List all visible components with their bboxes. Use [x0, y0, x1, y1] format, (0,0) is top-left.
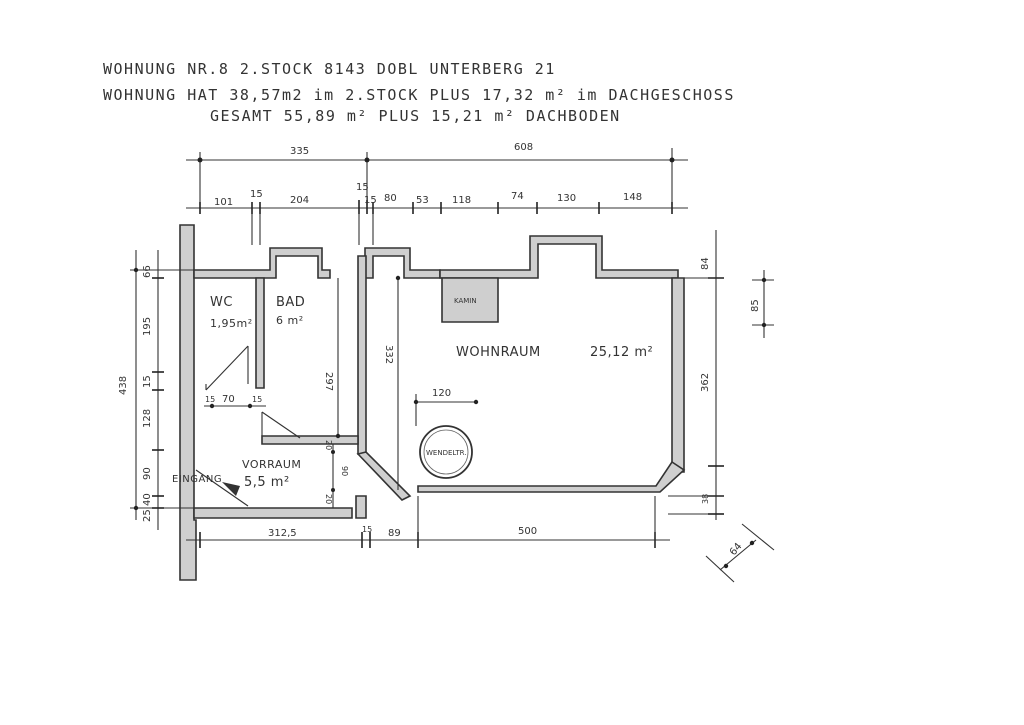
dim-second-7: 53: [416, 195, 429, 206]
dim-right-84: 84: [700, 257, 711, 270]
dim-bottom-1: 312,5: [268, 528, 297, 539]
label-vorraum: VORRAUM: [242, 458, 301, 471]
label-eingang: EINGANG: [172, 474, 222, 485]
dim-second-3: 204: [290, 195, 309, 206]
dimension-inner: 297 332 120 70 15 15 20 90 20: [204, 275, 479, 508]
dimension-bottom: 312,5 15 89 500: [186, 496, 670, 548]
walls: [179, 224, 686, 581]
label-vorraum-area: 5,5 m²: [244, 475, 290, 490]
dim-inner-20a: 20: [324, 440, 333, 450]
label-bad-area: 6 m²: [276, 314, 304, 327]
header-line-1: WOHNUNG NR.8 2.STOCK 8143 DOBL UNTERBERG…: [103, 60, 556, 78]
dim-top-1: 335: [290, 146, 309, 157]
dim-right-85: 85: [750, 299, 761, 312]
dim-left-128: 128: [142, 409, 153, 428]
header-line-3: GESAMT 55,89 m² PLUS 15,21 m² DACHBODEN: [210, 107, 621, 125]
dim-bottom-4: 500: [518, 526, 537, 537]
dimension-left: 438 66 195 15 128 90 40 25: [118, 250, 194, 530]
dim-inner-332: 332: [383, 345, 394, 364]
dim-inner-70: 70: [222, 394, 235, 405]
door-swings: [195, 345, 301, 507]
dim-inner-120: 120: [432, 388, 451, 399]
label-wohnraum-area: 25,12 m²: [590, 345, 653, 360]
dim-inner-20b: 20: [324, 494, 333, 504]
dim-diag-64: 64: [728, 541, 745, 558]
dim-left-66: 66: [142, 265, 153, 278]
dim-left-15: 15: [142, 375, 153, 388]
room-labels: WC 1,95m² BAD 6 m² WOHNRAUM 25,12 m² VOR…: [172, 295, 653, 490]
spiral-stair: WENDELTR.: [419, 425, 473, 479]
dim-right-38: 38: [701, 494, 710, 504]
dim-top-2: 608: [514, 142, 533, 153]
dim-second-1: 101: [214, 197, 233, 208]
dimension-second: 101 15 204 15 15 80 53 118 74 130 148: [186, 182, 688, 245]
label-wc-area: 1,95m²: [210, 317, 253, 330]
dimension-top: 335 608: [186, 142, 688, 205]
dim-bottom-2: 15: [362, 525, 372, 534]
dim-left-90: 90: [142, 467, 153, 480]
dimension-right: 84 85 362 38: [668, 230, 774, 520]
plan-header: WOHNUNG NR.8 2.STOCK 8143 DOBL UNTERBERG…: [0, 0, 1024, 140]
dim-second-10: 130: [557, 193, 576, 204]
label-kamin: KAMIN: [454, 297, 477, 305]
dim-second-6: 80: [384, 193, 397, 204]
dim-second-11: 148: [623, 192, 642, 203]
dim-inner-15a: 15: [252, 395, 262, 404]
dim-inner-297: 297: [323, 372, 334, 391]
dim-inner-15b: 15: [205, 395, 215, 404]
dim-second-8: 118: [452, 195, 471, 206]
dim-second-2: 15: [250, 189, 263, 200]
dim-second-4: 15: [356, 182, 369, 193]
dim-left-40: 40: [142, 493, 153, 506]
dim-left-438: 438: [118, 376, 129, 395]
dim-left-195: 195: [142, 317, 153, 336]
dim-bottom-3: 89: [388, 528, 401, 539]
dim-left-25: 25: [142, 509, 153, 522]
dimension-diagonal: 64: [705, 523, 775, 583]
label-wendeltr: WENDELTR.: [426, 449, 466, 457]
dim-second-9: 74: [511, 191, 524, 202]
dim-inner-90: 90: [340, 466, 349, 476]
header-line-2: WOHNUNG HAT 38,57m2 im 2.STOCK PLUS 17,3…: [103, 86, 735, 104]
label-wohnraum: WOHNRAUM: [456, 345, 541, 360]
label-bad: BAD: [276, 295, 305, 310]
dim-second-5: 15: [364, 195, 377, 206]
label-wc: WC: [210, 295, 233, 310]
dim-right-362: 362: [700, 373, 711, 392]
